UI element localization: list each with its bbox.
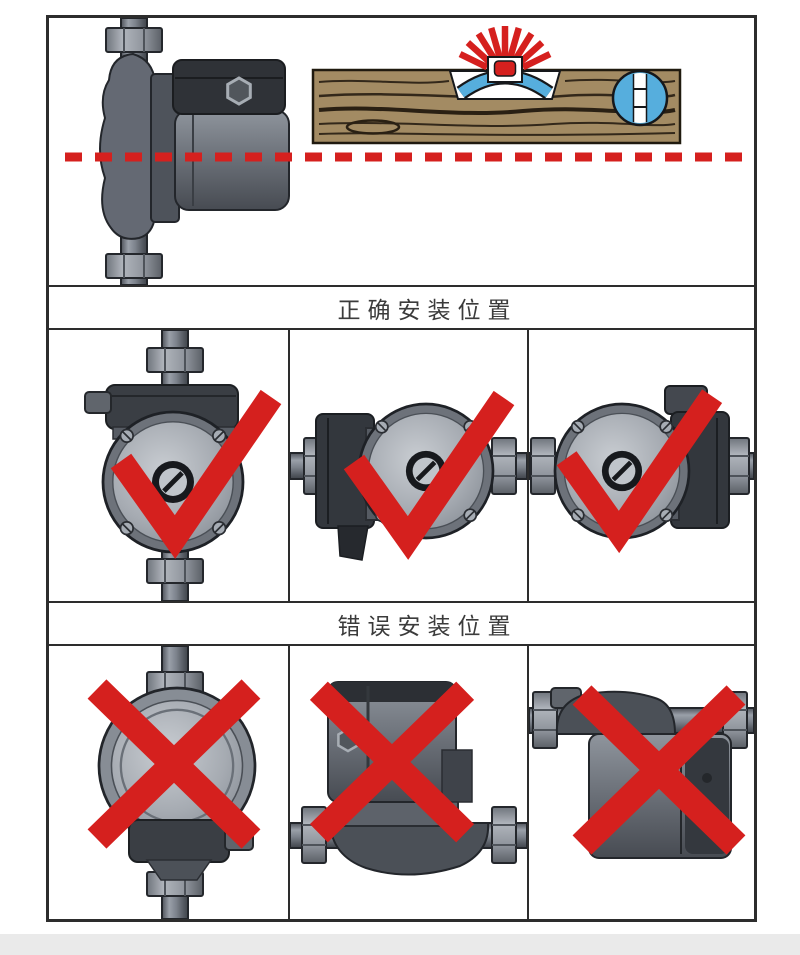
spirit-level-plank-icon — [311, 26, 682, 145]
overview-graphic — [65, 18, 749, 285]
pump-front-horizontal-pipe-box-left-icon — [290, 330, 527, 561]
diagram-table: 正确安装位置 — [46, 15, 757, 922]
label-correct: 正确安装位置 — [337, 297, 518, 323]
footer-strip — [0, 934, 800, 955]
label-wrong: 错误安装位置 — [337, 613, 518, 639]
pump-front-vertical-pipe-box-bottom-icon — [49, 646, 288, 919]
level-bubble — [493, 60, 517, 77]
panel-correct-overview — [49, 18, 754, 285]
sun-rays-icon — [458, 26, 552, 71]
wrong-panel-2 — [288, 646, 527, 919]
pump-side-view-icon — [99, 52, 290, 240]
label-wrong-band: 错误安装位置 — [49, 601, 754, 646]
correct-panel-1 — [49, 330, 288, 601]
pump-motor-pointing-down-icon — [529, 646, 754, 859]
bubble-vial-icon — [448, 56, 562, 100]
row-correct — [49, 330, 754, 601]
correct-panel-2 — [288, 330, 527, 601]
pump-front-horizontal-pipe-box-right-icon — [529, 330, 754, 601]
pump-front-vertical-pipe-icon — [84, 330, 288, 601]
pump-motor-pointing-up-icon — [290, 646, 527, 876]
correct-panel-3 — [527, 330, 754, 601]
label-correct-band: 正确安装位置 — [49, 285, 754, 330]
round-vial-icon — [611, 69, 669, 127]
row-wrong — [49, 646, 754, 919]
wrong-panel-1 — [49, 646, 288, 919]
hex-plug-icon — [226, 76, 252, 106]
wrong-panel-3 — [527, 646, 754, 919]
